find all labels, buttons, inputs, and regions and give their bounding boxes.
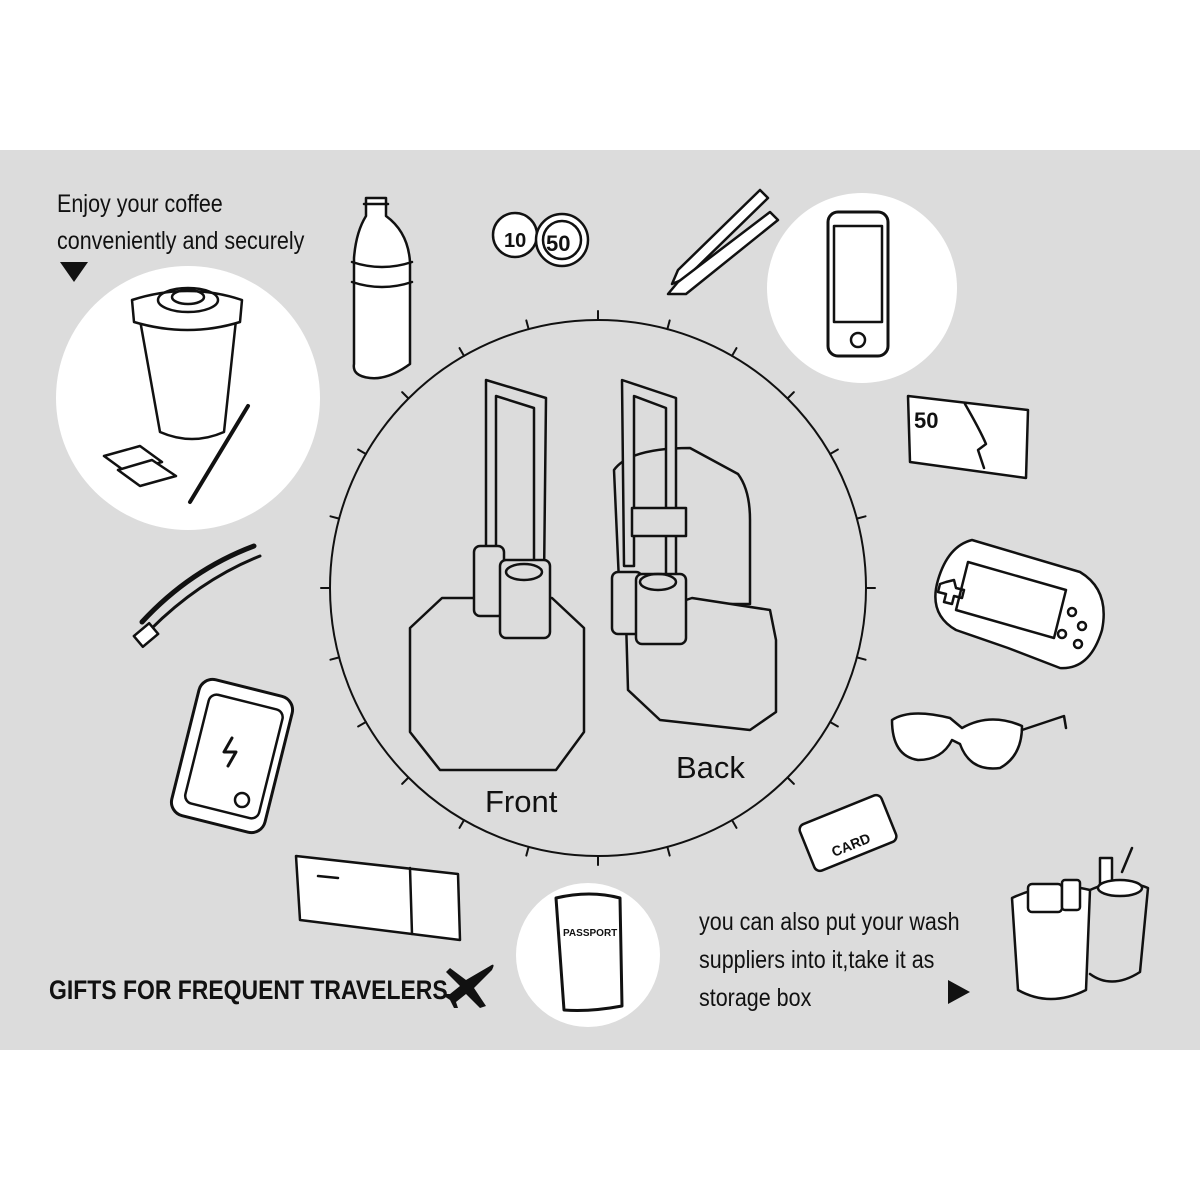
circle-tick <box>829 721 839 728</box>
coffee-cup-icon <box>102 286 250 504</box>
coffee-caption: Enjoy your coffee conveniently and secur… <box>57 186 304 260</box>
circle-tick <box>731 347 738 357</box>
coin-1-label: 10 <box>504 230 526 252</box>
power-bank-icon <box>169 677 295 835</box>
coins-icon: 10 50 <box>491 211 590 268</box>
circle-tick <box>829 448 839 455</box>
wash-caption-line-1: you can also put your wash <box>699 908 960 936</box>
circle-tick <box>458 347 465 357</box>
circle-tick <box>666 845 671 857</box>
wash-caption: you can also put your wash suppliers int… <box>699 903 960 1017</box>
airplane-icon <box>444 964 494 1008</box>
circle-tick <box>401 776 410 785</box>
wash-organizer-icon <box>1010 846 1150 1001</box>
circle-tick <box>458 819 465 829</box>
banknote-icon: 50 <box>906 394 1030 480</box>
circle-tick <box>786 776 795 785</box>
gifts-title: GIFTS FOR FREQUENT TRAVELERS <box>49 975 448 1005</box>
water-bottle-icon <box>350 196 414 380</box>
down-arrow-icon <box>60 262 88 282</box>
boarding-ticket-icon <box>294 854 462 942</box>
card-icon: CARD <box>798 793 898 873</box>
passport-icon: PASSPORT <box>554 892 624 1012</box>
circle-tick <box>731 819 738 829</box>
coffee-caption-line-2: conveniently and securely <box>57 227 305 255</box>
circle-tick <box>855 515 867 520</box>
circle-tick <box>666 319 671 331</box>
circle-tick <box>329 515 341 520</box>
circle-tick <box>786 391 795 400</box>
circle-tick <box>855 656 867 661</box>
usb-cable-icon <box>132 543 262 649</box>
circle-tick <box>401 391 410 400</box>
smartphone-icon <box>826 210 890 358</box>
game-console-icon <box>934 538 1105 670</box>
circle-tick <box>329 656 341 661</box>
product-circle <box>320 310 876 866</box>
circle-tick <box>357 721 367 728</box>
banknote-label: 50 <box>914 408 938 433</box>
product-back-illustration <box>610 378 778 732</box>
wash-caption-line-2: suppliers into it,take it as <box>699 946 935 974</box>
circle-tick <box>525 845 530 857</box>
sunglasses-icon <box>890 712 1068 770</box>
product-front-illustration <box>408 378 586 772</box>
wash-caption-line-3: storage box <box>699 984 812 1012</box>
front-view-label: Front <box>485 784 558 819</box>
circle-tick <box>357 448 367 455</box>
back-view-label: Back <box>676 750 745 785</box>
circle-tick <box>525 319 530 331</box>
right-arrow-icon <box>948 980 970 1004</box>
passport-label: PASSPORT <box>563 928 617 939</box>
coin-2-label: 50 <box>546 231 570 256</box>
coffee-caption-line-1: Enjoy your coffee <box>57 190 223 218</box>
pencils-icon <box>666 188 780 296</box>
